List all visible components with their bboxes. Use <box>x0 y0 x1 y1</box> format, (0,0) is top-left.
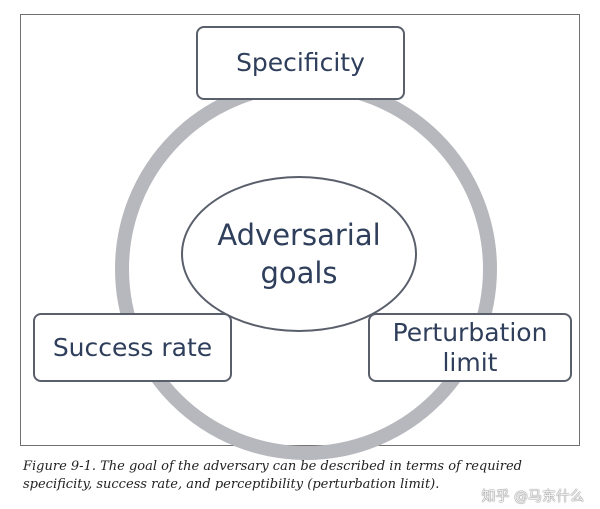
source-watermark: 知乎 @马东什么 <box>481 489 584 505</box>
specificity-label: Specificity <box>236 48 365 77</box>
success-rate-node: Success rate <box>33 313 232 382</box>
adversarial-goals-label: Adversarial goals <box>217 218 381 290</box>
specificity-node: Specificity <box>196 26 405 100</box>
perturbation-limit-label: Perturbation limit <box>392 317 548 377</box>
figure-caption: Figure 9-1. The goal of the adversary ca… <box>23 459 522 492</box>
success-rate-label: Success rate <box>52 332 213 362</box>
adversarial-goals-node: Adversarial goals <box>181 176 417 332</box>
perturbation-limit-node: Perturbation limit <box>368 313 572 382</box>
